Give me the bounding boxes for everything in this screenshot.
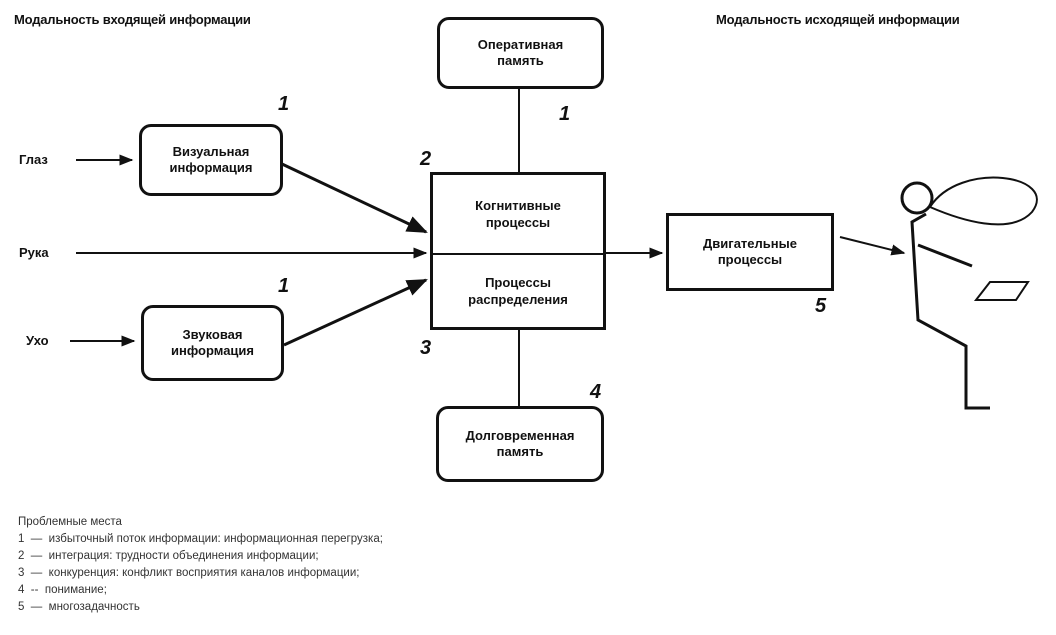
- marker-operative-memory: 1: [559, 103, 571, 125]
- marker-distribution: 3: [420, 337, 432, 359]
- marker-cognitive: 2: [420, 148, 432, 170]
- audio-information-label: Звуковая информация: [170, 327, 254, 358]
- input-modality-header: Модальность входящей информации: [14, 12, 251, 27]
- ear-label: Ухо: [26, 333, 49, 348]
- output-modality-header: Модальность исходящей информации: [716, 12, 960, 27]
- visual-information-label: Визуальная информация: [169, 144, 253, 175]
- cognitive-processes-label: Когнитивные процессы: [475, 198, 561, 230]
- legend-item: 3 — конкуренция: конфликт восприятия кан…: [18, 567, 360, 579]
- marker-visual: 1: [278, 93, 290, 115]
- motor-processes-box: Двигательные процессы: [666, 213, 834, 291]
- legend-item: 4 -- понимание;: [18, 584, 107, 596]
- problem-areas-legend: Проблемные места 1 — избыточный поток ин…: [18, 514, 383, 616]
- marker-long-term-memory: 4: [590, 381, 602, 403]
- motor-processes-label: Двигательные процессы: [703, 236, 797, 267]
- audio-information-box: Звуковая информация: [141, 305, 284, 381]
- long-term-memory-label: Долговременная память: [465, 428, 575, 459]
- visual-to-center-arrow: [281, 162, 428, 234]
- stick-figure-icon: [900, 176, 1038, 410]
- legend-title: Проблемные места: [18, 516, 122, 528]
- hand-label: Рука: [19, 245, 49, 260]
- distribution-processes-section: Процессы распределения: [433, 255, 603, 327]
- marker-audio: 1: [278, 275, 290, 297]
- motor-to-figure-arrow: [839, 236, 906, 256]
- distribution-processes-label: Процессы распределения: [468, 275, 568, 307]
- cognitive-processes-section: Когнитивные процессы: [433, 175, 603, 255]
- visual-information-box: Визуальная информация: [139, 124, 283, 196]
- operative-memory-label: Оперативная память: [477, 37, 564, 68]
- central-processing-box: Когнитивные процессы Процессы распределе…: [430, 172, 606, 330]
- legend-item: 1 — избыточный поток информации: информа…: [18, 533, 383, 545]
- operative-memory-box: Оперативная память: [437, 17, 604, 89]
- legend-item: 5 — многозадачность: [18, 601, 140, 613]
- long-term-memory-box: Долговременная память: [436, 406, 604, 482]
- legend-item: 2 — интеграция: трудности объединения ин…: [18, 550, 319, 562]
- marker-motor: 5: [815, 295, 827, 317]
- eye-label: Глаз: [19, 152, 48, 167]
- audio-to-center-arrow: [283, 278, 428, 347]
